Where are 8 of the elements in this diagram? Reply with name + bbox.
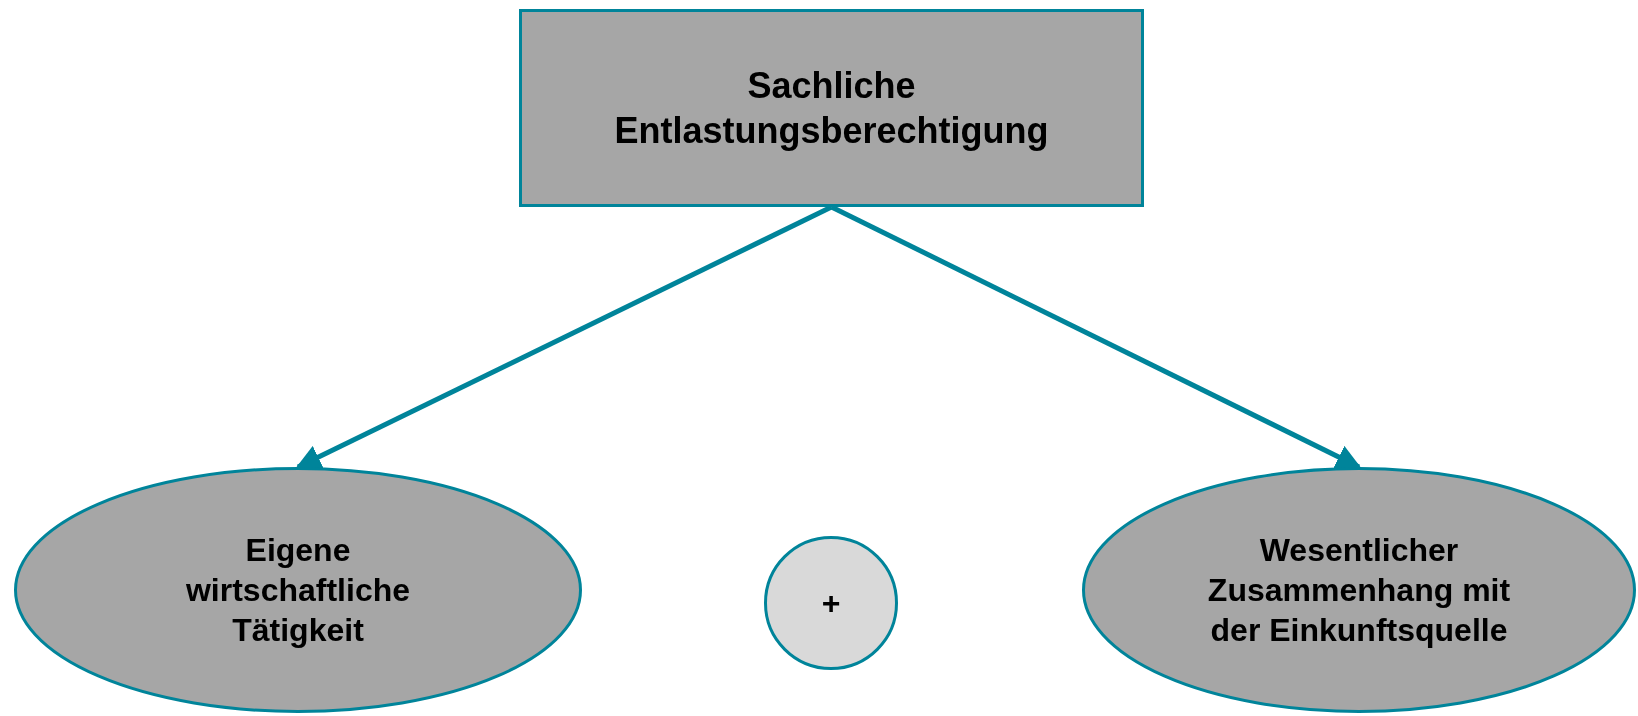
- ellipse-node: [14, 467, 582, 713]
- node-label: Sachliche Entlastungsberechtigung: [613, 64, 1050, 153]
- ellipse-node: [1082, 467, 1636, 713]
- process-box: [519, 9, 1144, 207]
- node-label: Eigene wirtschaftliche Tätigkeit: [184, 531, 412, 650]
- node-label: +: [821, 584, 841, 623]
- node-label: Wesentlicher Zusammenhang mit der Einkunftsquelle: [1206, 531, 1512, 650]
- plus-circle: [764, 536, 898, 670]
